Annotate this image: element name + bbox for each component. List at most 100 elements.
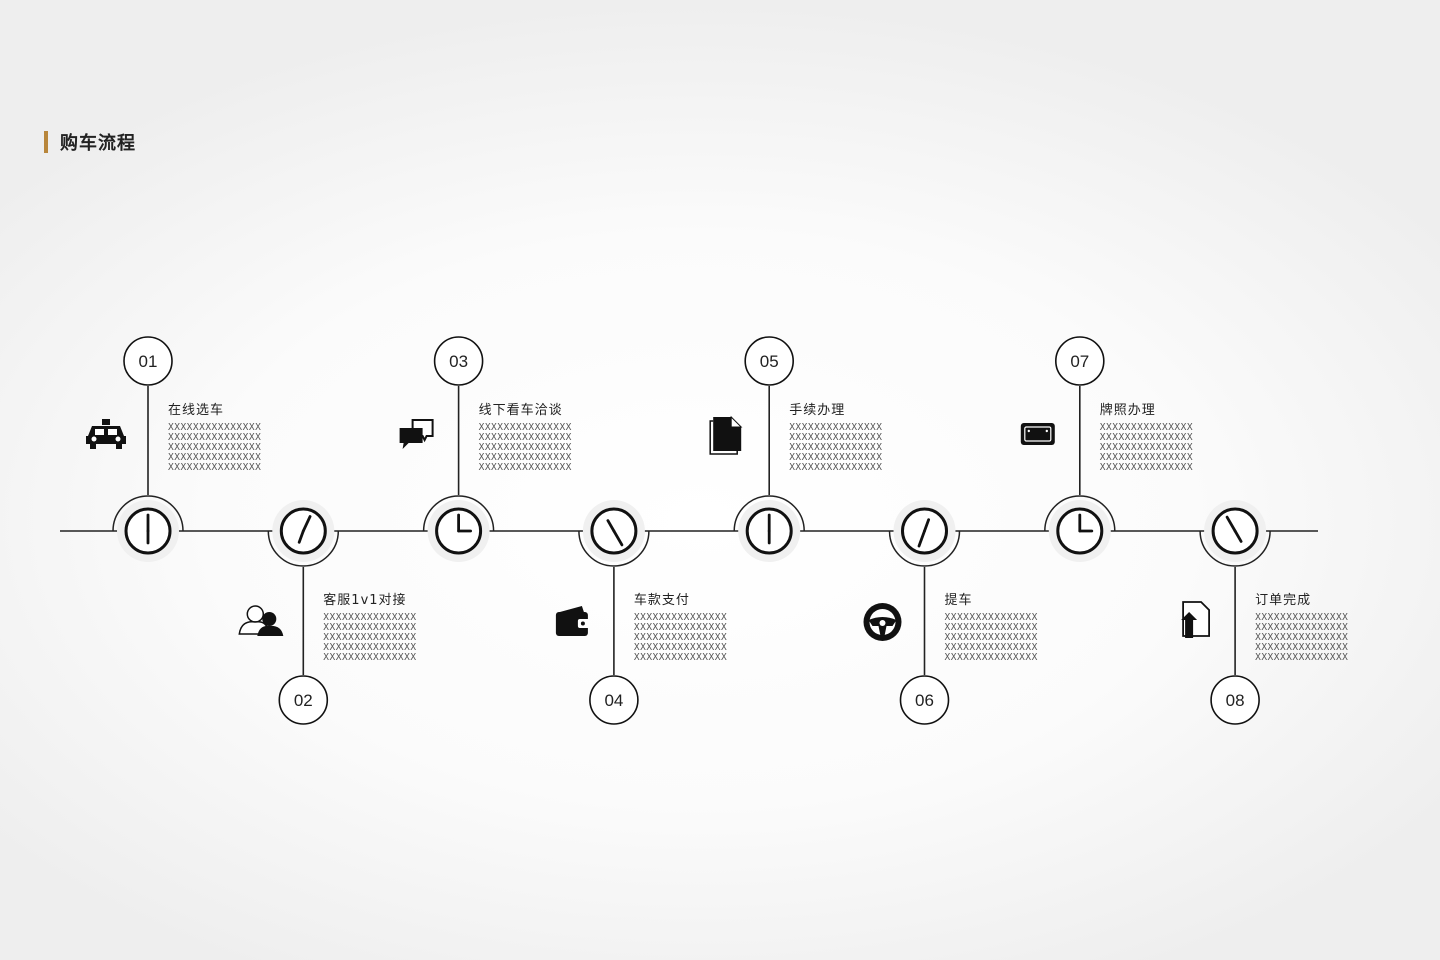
clock-hand-minute (917, 529, 926, 548)
clock-hand-hour (297, 529, 305, 544)
step-number: 06 (915, 691, 934, 710)
title-accent-bar (44, 131, 48, 153)
step-05: 05手续办理XXXXXXXXXXXXXXXXXXXXXXXXXXXXXXXXXX… (709, 336, 882, 562)
step-description-line: XXXXXXXXXXXXXXX (945, 632, 1038, 643)
step-number: 02 (294, 691, 313, 710)
step-description-line: XXXXXXXXXXXXXXX (323, 612, 416, 623)
step-description-line: XXXXXXXXXXXXXXX (789, 452, 882, 463)
page-header: 购车流程 (44, 130, 136, 154)
step-description-line: XXXXXXXXXXXXXXX (789, 422, 882, 433)
step-number-circle (744, 336, 795, 386)
step-description-line: XXXXXXXXXXXXXXX (945, 642, 1038, 653)
step-description-line: XXXXXXXXXXXXXXX (479, 442, 572, 453)
step-title: 手续办理 (789, 403, 845, 418)
step-description-line: XXXXXXXXXXXXXXX (479, 422, 572, 433)
step-description-line: XXXXXXXXXXXXXXX (479, 452, 572, 463)
step-04: 04车款支付XXXXXXXXXXXXXXXXXXXXXXXXXXXXXXXXXX… (555, 500, 727, 725)
step-node-ring (267, 530, 340, 567)
step-number-circle (278, 675, 329, 725)
step-number: 07 (1070, 352, 1089, 371)
step-number-circle (899, 675, 950, 725)
step-description-line: XXXXXXXXXXXXXXX (789, 432, 882, 443)
step-number: 01 (139, 352, 158, 371)
wallet-icon (555, 606, 590, 636)
step-node-ring (1199, 530, 1271, 567)
clock-hand-minute (1225, 515, 1237, 533)
step-08: 08订单完成XXXXXXXXXXXXXXXXXXXXXXXXXXXXXXXXXX… (1181, 500, 1348, 725)
step-description-line: XXXXXXXXXXXXXXX (1100, 422, 1193, 433)
step-number: 04 (604, 691, 623, 710)
step-description-line: XXXXXXXXXXXXXXX (323, 652, 416, 663)
step-description-line: XXXXXXXXXXXXXXX (479, 432, 572, 443)
step-description-line: XXXXXXXXXXXXXXX (945, 622, 1038, 633)
step-description-line: XXXXXXXXXXXXXXX (945, 612, 1038, 623)
step-description-line: XXXXXXXXXXXXXXX (323, 632, 416, 643)
step-description-line: XXXXXXXXXXXXXXX (634, 622, 727, 633)
step-node-ring (733, 495, 805, 532)
step-description-line: XXXXXXXXXXXXXXX (168, 442, 261, 453)
step-number: 03 (449, 352, 468, 371)
step-description-line: XXXXXXXXXXXXXXX (168, 462, 261, 473)
step-node-ring (578, 530, 650, 567)
step-node-ring (422, 495, 495, 532)
step-title: 客服1v1对接 (323, 592, 406, 608)
step-number: 05 (760, 352, 779, 371)
step-description-line: XXXXXXXXXXXXXXX (1100, 432, 1193, 443)
step-title: 订单完成 (1255, 593, 1311, 608)
step-number-circle (1055, 336, 1105, 386)
step-01: 01在线选车XXXXXXXXXXXXXXXXXXXXXXXXXXXXXXXXXX… (86, 336, 261, 562)
step-title: 线下看车洽谈 (479, 402, 563, 418)
step-description-line: XXXXXXXXXXXXXXX (323, 622, 416, 633)
step-number: 08 (1226, 691, 1245, 710)
step-description-line: XXXXXXXXXXXXXXX (634, 612, 727, 623)
clock-hand-hour (606, 519, 616, 533)
step-description-line: XXXXXXXXXXXXXXX (634, 652, 727, 663)
step-description-line: XXXXXXXXXXXXXXX (1100, 462, 1193, 473)
step-title: 提车 (945, 592, 973, 608)
step-description-line: XXXXXXXXXXXXXXX (789, 442, 882, 453)
step-description-line: XXXXXXXXXXXXXXX (634, 642, 727, 653)
document-icon (709, 415, 743, 455)
step-number-circle (433, 336, 484, 386)
step-03: 03线下看车洽谈XXXXXXXXXXXXXXXXXXXXXXXXXXXXXXXX… (399, 336, 572, 562)
step-description-line: XXXXXXXXXXXXXXX (1100, 442, 1193, 453)
license-plate-icon (1020, 423, 1055, 445)
step-description-line: XXXXXXXXXXXXXXX (945, 652, 1038, 663)
step-node-ring (112, 495, 184, 532)
step-number-circle (1210, 675, 1260, 725)
step-description-line: XXXXXXXXXXXXXXX (1255, 612, 1348, 623)
users-icon (238, 605, 284, 636)
step-description-line: XXXXXXXXXXXXXXX (1100, 452, 1193, 463)
step-description-line: XXXXXXXXXXXXXXX (323, 642, 416, 653)
step-description-line: XXXXXXXXXXXXXXX (634, 632, 727, 643)
step-description-line: XXXXXXXXXXXXXXX (1255, 652, 1348, 663)
step-description-line: XXXXXXXXXXXXXXX (1255, 622, 1348, 633)
page-title: 购车流程 (60, 133, 136, 154)
steps-layer: 01在线选车XXXXXXXXXXXXXXXXXXXXXXXXXXXXXXXXXX… (86, 336, 1348, 725)
step-02: 02客服1v1对接XXXXXXXXXXXXXXXXXXXXXXXXXXXXXXX… (238, 500, 416, 725)
step-07: 07牌照办理XXXXXXXXXXXXXXXXXXXXXXXXXXXXXXXXXX… (1020, 336, 1193, 562)
step-description-line: XXXXXXXXXXXXXXX (1255, 642, 1348, 653)
clock-hand-minute (301, 515, 312, 533)
step-number-circle (123, 336, 173, 386)
step-description-line: XXXXXXXXXXXXXXX (789, 462, 882, 473)
step-node-ring (1044, 495, 1116, 532)
clock-hand-hour (1233, 529, 1243, 543)
step-node-ring (888, 530, 961, 567)
step-number-circle (589, 675, 639, 725)
chat-icon (399, 419, 434, 449)
step-title: 在线选车 (168, 402, 224, 418)
steering-wheel-icon (863, 603, 902, 641)
step-description-line: XXXXXXXXXXXXXXX (168, 422, 261, 433)
step-description-line: XXXXXXXXXXXXXXX (168, 452, 261, 463)
step-description-line: XXXXXXXXXXXXXXX (479, 462, 572, 473)
file-upload-icon (1181, 601, 1210, 638)
clock-hand-minute (612, 529, 624, 547)
step-06: 06提车XXXXXXXXXXXXXXXXXXXXXXXXXXXXXXXXXXXX… (863, 500, 1038, 725)
step-description-line: XXXXXXXXXXXXXXX (168, 432, 261, 443)
clock-hand-hour (923, 518, 931, 533)
car-icon (86, 419, 126, 449)
step-description-line: XXXXXXXXXXXXXXX (1255, 632, 1348, 643)
step-title: 牌照办理 (1100, 402, 1156, 418)
